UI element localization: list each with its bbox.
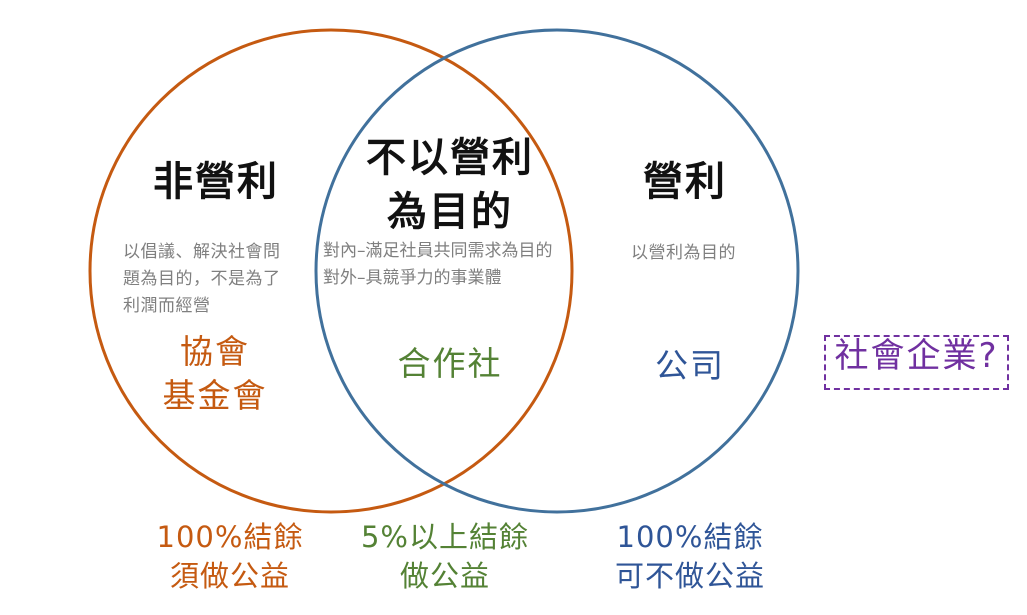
forprofit-org-company: 公司 [655, 346, 725, 385]
nonprofit-circle [88, 28, 574, 514]
forprofit-desc: 以營利為目的 [631, 243, 736, 263]
nonprofit-desc-line-2: 題為目的，不是為了 [123, 269, 281, 289]
social-enterprise-label: 社會企業? [834, 336, 999, 376]
nonprofit-title: 非營利 [153, 159, 279, 205]
mixed-title-line-1: 不以營利 [366, 135, 534, 181]
nonprofit-footer-line-2: 須做公益 [169, 559, 290, 593]
mixed-title-line-2: 為目的 [387, 189, 513, 235]
forprofit-footer-line-1: 100%結餘 [616, 520, 764, 554]
nonprofit-desc-line-3: 利潤而經營 [123, 296, 211, 316]
mixed-org-cooperative: 合作社 [397, 344, 503, 383]
forprofit-circle [314, 28, 800, 514]
nonprofit-org-foundation: 基金會 [162, 376, 268, 415]
nonprofit-org-association: 協會 [180, 332, 250, 371]
mixed-desc-line-1: 對內–滿足社員共同需求為目的 [323, 241, 553, 261]
mixed-desc-line-2: 對外–具競爭力的事業體 [323, 268, 502, 288]
mixed-footer-line-1: 5%以上結餘 [360, 520, 529, 554]
forprofit-footer-line-2: 可不做公益 [614, 559, 765, 593]
social-enterprise-box [824, 335, 1009, 390]
nonprofit-desc-line-1: 以倡議、解決社會問 [123, 242, 281, 262]
nonprofit-footer-line-1: 100%結餘 [156, 520, 304, 554]
forprofit-title: 營利 [643, 159, 727, 205]
mixed-footer-line-2: 做公益 [399, 559, 490, 593]
